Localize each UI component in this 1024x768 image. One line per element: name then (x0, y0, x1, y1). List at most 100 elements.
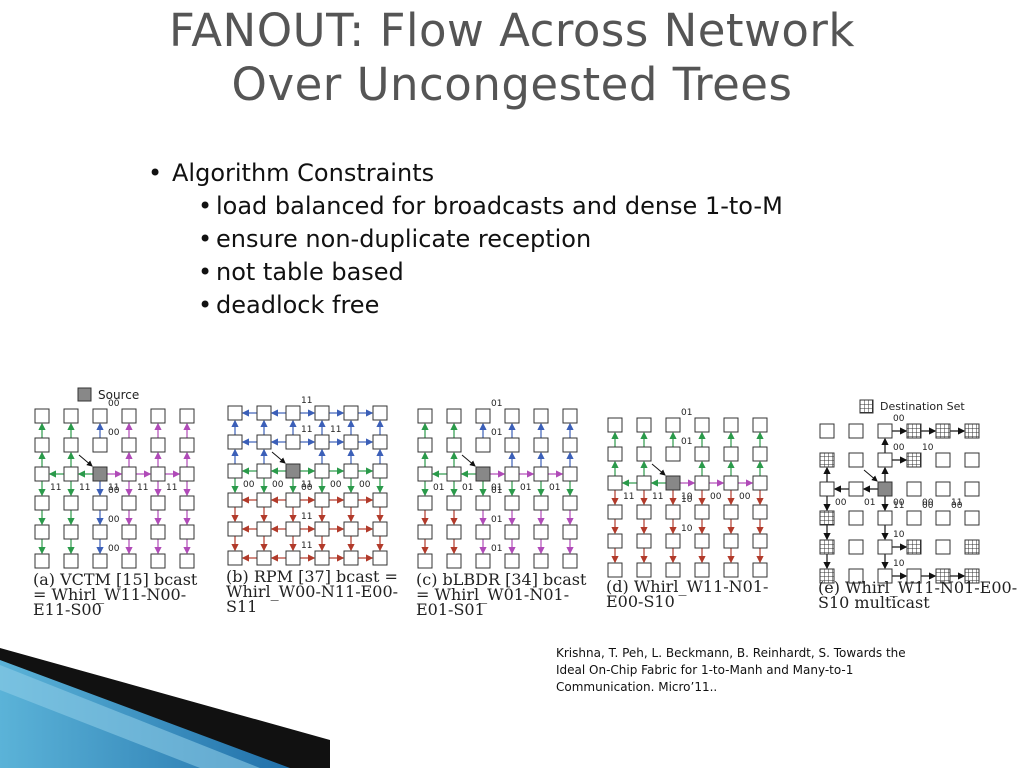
router-node (533, 524, 549, 540)
router-node (256, 550, 272, 566)
edge-label: 00 (835, 498, 847, 508)
router-node (562, 553, 578, 569)
edge-label: 10 (681, 495, 693, 505)
edge-label: 11 (301, 480, 312, 490)
sub-bullet-text: load balanced for broadcasts and dense 1… (216, 192, 783, 220)
router-node (636, 475, 652, 491)
router-node (752, 562, 768, 578)
router-node (504, 524, 520, 540)
source-pointer (651, 463, 666, 476)
router-node (607, 562, 623, 578)
router-node (446, 437, 462, 453)
router-node (475, 408, 491, 424)
router-node (63, 437, 79, 453)
edge-label: 01 (491, 515, 502, 525)
router-node (935, 452, 951, 468)
edge-label: 00 (951, 501, 963, 511)
router-node (533, 495, 549, 511)
router-node (752, 533, 768, 549)
router-node (819, 539, 835, 555)
router-node (906, 539, 922, 555)
router-node (34, 437, 50, 453)
router-node (227, 405, 243, 421)
router-node (256, 434, 272, 450)
source-node (285, 463, 301, 479)
router-node (819, 423, 835, 439)
sub-bullet: •deadlock free (198, 291, 380, 319)
router-node (446, 495, 462, 511)
router-node (607, 504, 623, 520)
router-node (475, 553, 491, 569)
router-node (121, 524, 137, 540)
router-node (694, 562, 710, 578)
edge-label: 11 (79, 483, 90, 493)
edge-label: 01 (491, 544, 502, 554)
band-dark (0, 648, 330, 768)
edge-label: 00 (359, 480, 371, 490)
router-node (121, 466, 137, 482)
router-node (935, 568, 951, 584)
router-node (533, 408, 549, 424)
router-node (179, 466, 195, 482)
router-node (150, 437, 166, 453)
router-node (92, 524, 108, 540)
router-node (256, 492, 272, 508)
edge-label: 01 (681, 437, 692, 447)
destination-legend-swatch (859, 399, 874, 414)
slide-title: FANOUT: Flow Across Network Over Unconge… (0, 4, 1024, 112)
router-node (372, 434, 388, 450)
citation-line: Ideal On-Chip Fabric for 1-to-Manh and M… (556, 663, 854, 677)
edge-label: 00 (893, 498, 905, 508)
router-node (227, 492, 243, 508)
router-node (34, 524, 50, 540)
sub-bullet: •ensure non-duplicate reception (198, 225, 592, 253)
router-node (475, 437, 491, 453)
router-node (179, 524, 195, 540)
router-node (877, 568, 893, 584)
edge-label: 00 (893, 443, 905, 453)
router-node (179, 408, 195, 424)
edge-label: 00 (739, 492, 751, 502)
edge-label: 00 (330, 480, 342, 490)
panel-caption-line: (a) VCTM [15] bcast (33, 570, 198, 589)
router-node (906, 481, 922, 497)
bullet-list: •Algorithm Constraints •load balanced fo… (148, 156, 783, 322)
panel-caption-line: S11 (226, 597, 257, 616)
router-node (179, 437, 195, 453)
router-node (906, 452, 922, 468)
panel-caption-line: E11-S00 (33, 600, 102, 619)
router-node (475, 524, 491, 540)
edge-label: 11 (301, 425, 312, 435)
edge-label: 00 (108, 544, 120, 554)
router-node (63, 553, 79, 569)
router-node (314, 405, 330, 421)
router-node (34, 466, 50, 482)
router-node (343, 434, 359, 450)
router-node (417, 495, 433, 511)
destination-legend: Destination Set (859, 399, 965, 414)
router-node (533, 437, 549, 453)
router-node (906, 510, 922, 526)
bottom-decor-band (0, 648, 330, 768)
router-node (314, 434, 330, 450)
panel-caption-line: = Whirl_W11-N00- (33, 585, 186, 604)
router-node (935, 423, 951, 439)
router-node (694, 417, 710, 433)
source-node (877, 481, 893, 497)
router-node (256, 521, 272, 537)
source-legend-swatch (77, 387, 92, 402)
title-line-1: FANOUT: Flow Across Network (169, 4, 855, 57)
router-node (964, 568, 980, 584)
router-node (150, 495, 166, 511)
router-node (92, 408, 108, 424)
router-node (314, 463, 330, 479)
router-node (343, 463, 359, 479)
router-node (694, 504, 710, 520)
router-node (227, 521, 243, 537)
panel-caption-line: S10 multicast (818, 593, 930, 612)
